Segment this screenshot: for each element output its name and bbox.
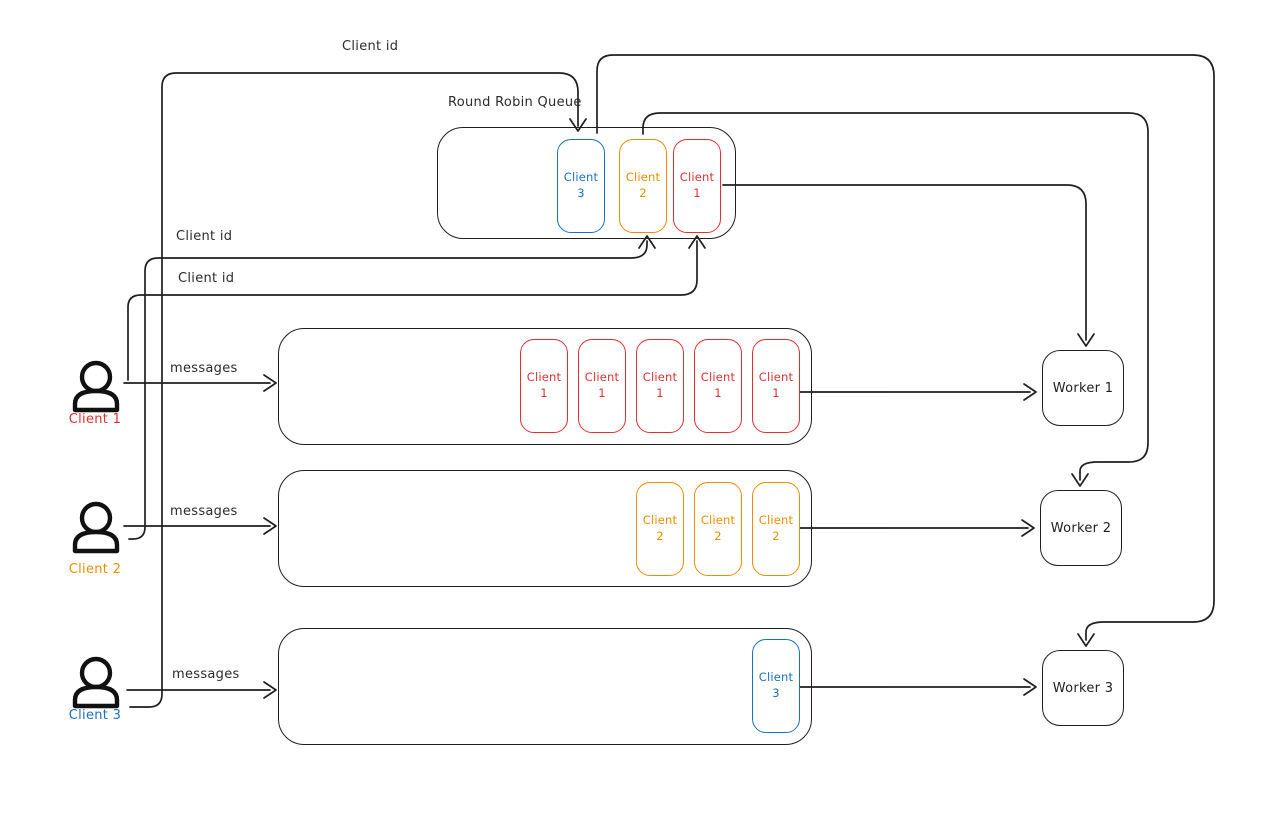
worker1-label: Worker 1	[1052, 380, 1114, 396]
arrow-client1-id	[127, 240, 698, 381]
client1-label: Client 1	[68, 412, 122, 427]
arrowhead-worker2-top	[1071, 473, 1089, 487]
queue1-item-word: Client	[526, 370, 562, 385]
queue1-item-num: 1	[598, 386, 606, 400]
queue2-item-word: Client	[642, 513, 678, 528]
queue2-item-word: Client	[758, 513, 794, 528]
arrowhead-worker3-left	[1023, 678, 1037, 696]
round-robin-queue-box	[437, 127, 736, 239]
rrq-item-client1: Client 1	[673, 139, 721, 233]
arrowhead-client1-messages	[263, 374, 277, 392]
arrowhead-worker1-top	[1077, 333, 1095, 347]
queue1-item-word: Client	[758, 370, 794, 385]
message-queue2-box	[278, 470, 812, 587]
worker2-box: Worker 2	[1040, 490, 1122, 566]
queue3-item-num: 3	[772, 686, 780, 700]
queue2-item: Client 2	[636, 482, 684, 576]
arrowhead-client2-messages	[263, 517, 277, 535]
rrq-item-client2-word: Client	[625, 170, 661, 185]
rrq-item-client1-word: Client	[679, 170, 715, 185]
queue2-item-num: 2	[656, 529, 664, 543]
rrq-item-client1-num: 1	[693, 186, 701, 200]
rrq-item-client2: Client 2	[619, 139, 667, 233]
rrq-item-client3-num: 3	[577, 186, 585, 200]
queue2-item-num: 2	[772, 529, 780, 543]
queue1-item: Client 1	[752, 339, 800, 433]
queue2-item: Client 2	[752, 482, 800, 576]
queue1-item: Client 1	[636, 339, 684, 433]
queue1-item-num: 1	[714, 386, 722, 400]
client1-person-icon	[72, 360, 120, 413]
client-id-label-bottom: Client id	[178, 271, 235, 286]
rrq-item-client3-word: Client	[563, 170, 599, 185]
rrq-item-client2-num: 2	[639, 186, 647, 200]
arrowhead-worker3-top	[1077, 633, 1095, 647]
worker3-box: Worker 3	[1042, 650, 1124, 726]
client-id-label-middle: Client id	[176, 229, 233, 244]
arrow-client2-id	[128, 240, 648, 540]
worker2-label: Worker 2	[1050, 520, 1112, 536]
client3-label: Client 3	[68, 708, 122, 723]
messages-label-3: messages	[172, 667, 240, 682]
client2-person-icon	[72, 501, 120, 554]
queue1-item-num: 1	[772, 386, 780, 400]
arrowhead-worker1-left	[1023, 383, 1037, 401]
arrow-client3-id	[129, 72, 579, 708]
queue1-item-num: 1	[540, 386, 548, 400]
worker3-label: Worker 3	[1052, 680, 1114, 696]
arrowhead-client3-id	[569, 118, 587, 132]
arrow-rrq-orange-to-worker2	[642, 112, 1149, 481]
queue1-item-word: Client	[584, 370, 620, 385]
queue2-item-num: 2	[714, 529, 722, 543]
arrowhead-client2-id	[638, 235, 656, 249]
arrow-rrq-red-to-worker1	[722, 184, 1087, 341]
message-queue1-box	[278, 328, 812, 445]
client-id-label-top: Client id	[342, 39, 399, 54]
queue1-item: Client 1	[694, 339, 742, 433]
arrowhead-client1-id	[688, 235, 706, 249]
messages-label-1: messages	[170, 361, 238, 376]
queue1-item: Client 1	[578, 339, 626, 433]
rrq-item-client3: Client 3	[557, 139, 605, 233]
queue1-item-word: Client	[642, 370, 678, 385]
queue2-item-word: Client	[700, 513, 736, 528]
queue1-item-num: 1	[656, 386, 664, 400]
queue3-item-word: Client	[758, 670, 794, 685]
queue1-item-word: Client	[700, 370, 736, 385]
worker1-box: Worker 1	[1042, 350, 1124, 426]
client3-person-icon	[72, 656, 120, 709]
queue3-item: Client 3	[752, 639, 800, 733]
message-queue3-box	[278, 628, 812, 745]
queue2-item: Client 2	[694, 482, 742, 576]
arrowhead-client3-messages	[263, 681, 277, 699]
client2-label: Client 2	[68, 562, 122, 577]
messages-label-2: messages	[170, 504, 238, 519]
queue1-item: Client 1	[520, 339, 568, 433]
round-robin-queue-title: Round Robin Queue	[448, 95, 582, 110]
arrowhead-worker2-left	[1021, 519, 1035, 537]
arrow-rrq-blue-to-worker3	[596, 54, 1215, 641]
